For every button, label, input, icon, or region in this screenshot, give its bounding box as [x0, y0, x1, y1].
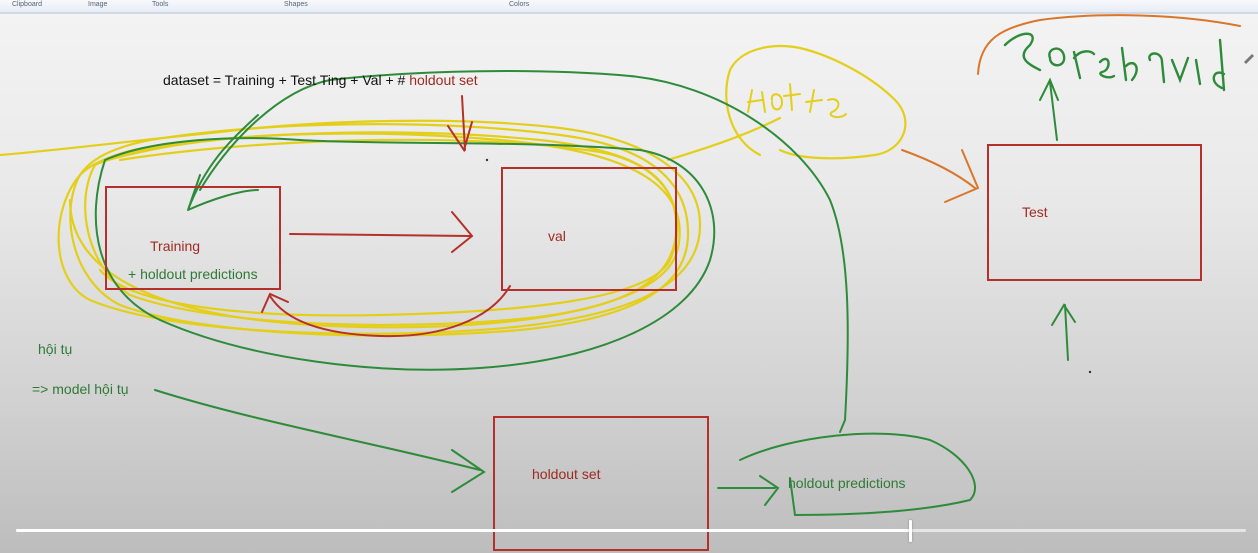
stray-dot: [1088, 370, 1092, 374]
yellow-loops: [0, 44, 907, 337]
red-boxes: [105, 144, 1202, 551]
stray-dot: [485, 158, 489, 162]
training-label: Training: [150, 238, 201, 254]
red-arrow-down-val: [447, 95, 473, 153]
pencil-cursor-icon: [1244, 54, 1254, 64]
orange-strokes: [901, 14, 1241, 203]
red-arrow-training-val: [289, 211, 474, 253]
holdout-set-label: holdout set: [532, 466, 601, 482]
progress-fill: [16, 529, 911, 532]
green-pred-shape: [739, 432, 976, 517]
model-converge-label: => model hội tụ: [32, 381, 129, 397]
green-up-arrow-bottom: [1051, 303, 1076, 361]
yellow-loop-3: [84, 131, 678, 327]
formula-holdout: holdout set: [409, 72, 478, 88]
ribbon-group-image[interactable]: Image: [88, 1, 108, 8]
ribbon-group-shapes[interactable]: Shapes: [284, 1, 308, 8]
test-label: Test: [1022, 204, 1048, 220]
green-up-arrow-test: [1039, 77, 1059, 141]
red-arrow-val-training: [261, 285, 511, 338]
val-box: [501, 167, 677, 291]
training-box: [105, 186, 281, 290]
val-label: val: [548, 228, 566, 244]
green-arrow-to-training: [187, 114, 259, 211]
green-arrow-holdout-pred: [717, 475, 780, 506]
green-arrow-to-holdout: [154, 389, 486, 493]
green-loop-top: [199, 70, 849, 433]
ribbon-group-tools[interactable]: Tools: [152, 1, 169, 8]
green-outer-loop: [94, 137, 716, 371]
training-sub-label: + holdout predictions: [128, 266, 258, 282]
yellow-connector: [666, 116, 782, 162]
test-box: [987, 144, 1202, 281]
formula-text: dataset = Training + Test Ting + Val + #…: [163, 72, 478, 88]
yellow-bubble: [725, 44, 907, 160]
yellow-handwriting: [747, 83, 847, 119]
video-progress-bar[interactable]: [16, 520, 1246, 542]
orange-arc-top: [977, 14, 1241, 75]
green-strokes: [94, 70, 1076, 517]
ribbon-group-clipboard[interactable]: Clipboard: [12, 1, 42, 8]
formula-prefix: dataset = Training + Test Ting + Val + #: [163, 72, 406, 88]
ribbon-separator: [0, 12, 1258, 14]
holdout-predictions-label: holdout predictions: [788, 475, 906, 491]
yellow-loop-2: [69, 123, 690, 337]
yellow-loop-5: [98, 138, 679, 317]
green-scoreboard-handwriting: [1003, 32, 1226, 92]
converge-label: hội tụ: [38, 341, 73, 357]
red-strokes: [261, 95, 511, 338]
orange-arrow-to-test: [901, 149, 980, 203]
holdout-set-box: [493, 416, 709, 551]
ribbon-group-colors[interactable]: Colors: [509, 1, 530, 8]
progress-thumb[interactable]: [909, 520, 913, 542]
